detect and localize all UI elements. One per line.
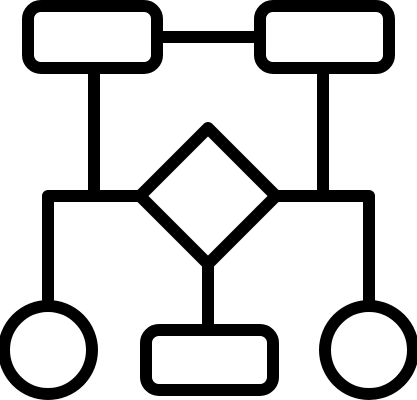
decision-diamond — [134, 122, 282, 270]
bottom-center-process-box — [140, 324, 279, 396]
bottom-left-terminal-circle — [0, 300, 98, 400]
left-branch-connector — [42, 190, 146, 311]
top-left-process-box — [22, 0, 163, 74]
top-right-process-box — [254, 0, 395, 74]
connector-lines — [42, 31, 375, 336]
right-branch-connector — [270, 190, 375, 311]
bottom-right-terminal-circle — [319, 300, 417, 400]
